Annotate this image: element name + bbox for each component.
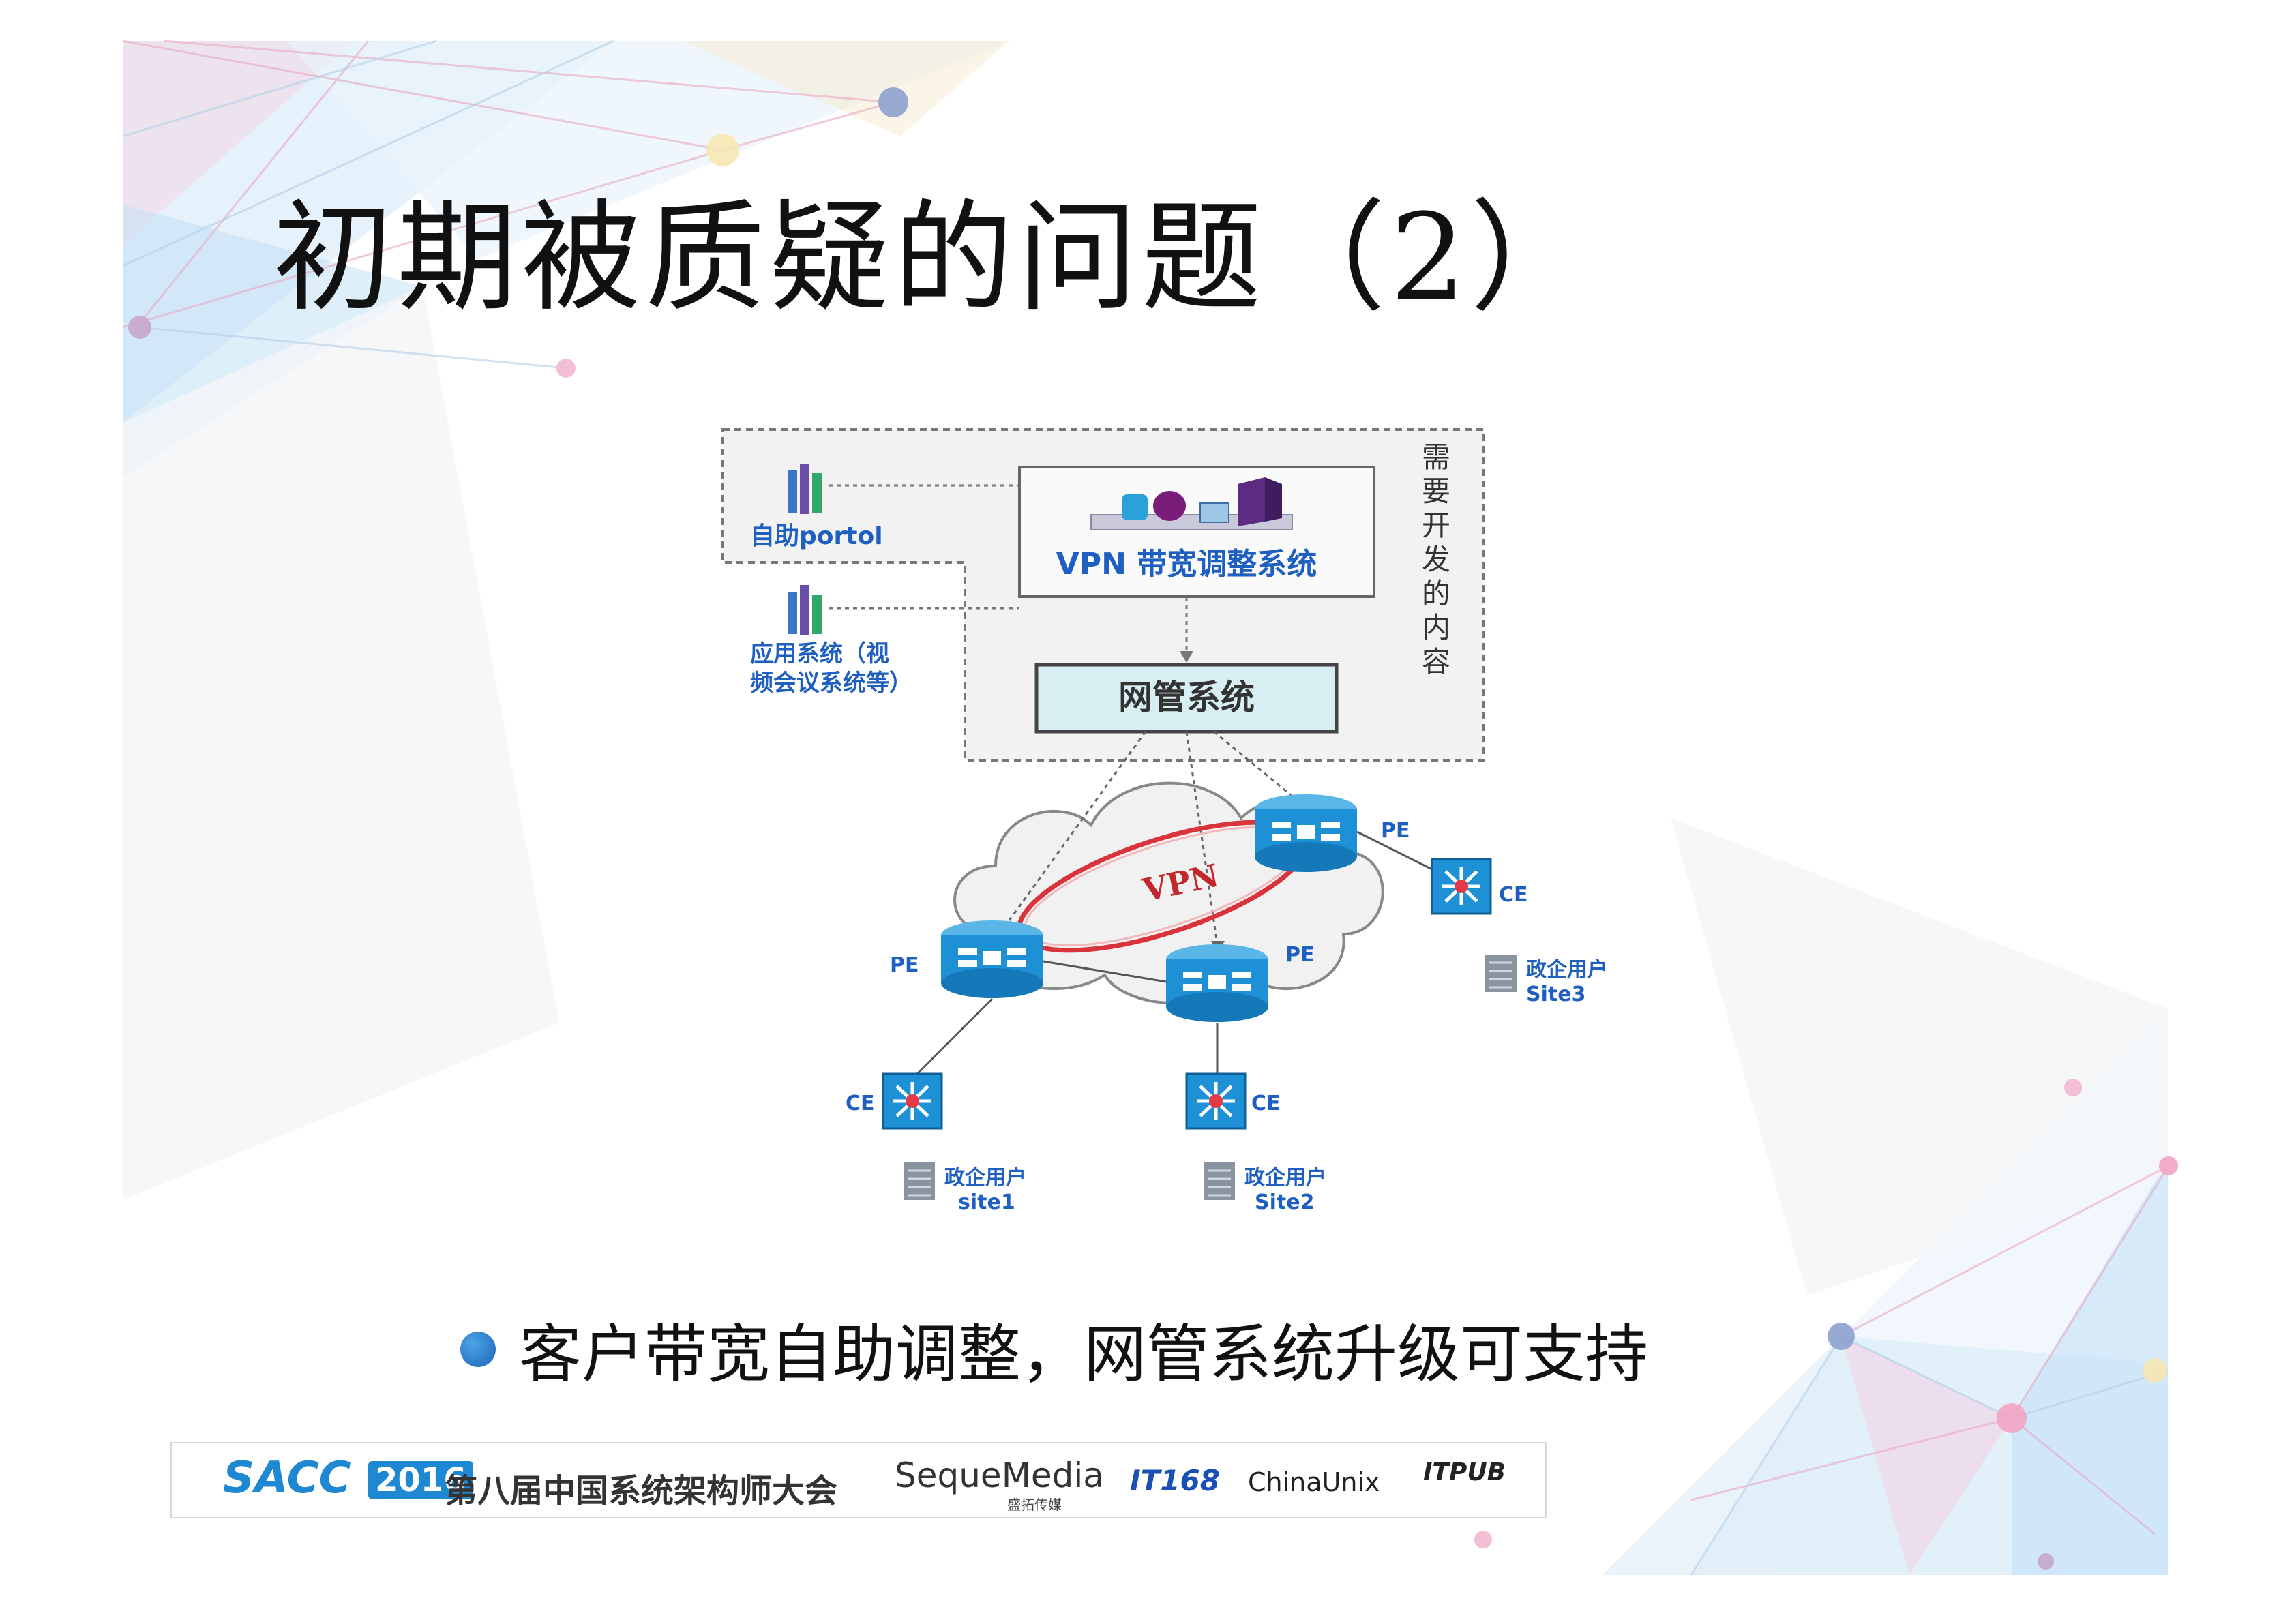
dev-content-char: 发 <box>1422 543 1450 576</box>
router-icon <box>1255 794 1357 872</box>
bullet-text: 客户带宽自助调整，网管系统升级可支持 <box>519 1318 1649 1391</box>
router-icon <box>1166 944 1268 1022</box>
pe-label-top: PE <box>1381 819 1410 843</box>
dev-content-char: 开 <box>1422 509 1450 542</box>
itpub-logo: ITPUB <box>1423 1458 1506 1486</box>
conference-name: 第八届中国系统架构师大会 <box>445 1472 838 1510</box>
slide-title: 初期被质疑的问题（2） <box>273 188 1594 328</box>
dev-content-char: 内 <box>1422 611 1450 644</box>
bullet-item: 客户带宽自助调整，网管系统升级可支持 <box>460 1304 1648 1394</box>
app-label-2: 频会议系统等） <box>750 670 912 697</box>
year-badge: 2016 <box>368 1461 473 1499</box>
bullet-dot-icon <box>460 1331 496 1367</box>
sacc-logo: SACC <box>223 1453 351 1503</box>
building-icon <box>1485 955 1517 992</box>
building-icon <box>1204 1162 1235 1200</box>
seque-media-logo: SequeMedia <box>895 1456 1104 1495</box>
switch-icon <box>1185 1072 1247 1130</box>
site2-label: Site2 <box>1255 1190 1314 1214</box>
portal-server-icon <box>788 464 822 514</box>
vpn-system-box <box>1018 466 1375 598</box>
site3-label: Site3 <box>1526 982 1585 1006</box>
dev-content-char: 需 <box>1422 440 1450 474</box>
server-icon <box>1090 477 1293 530</box>
switch-icon <box>882 1072 943 1130</box>
pe-label-middle: PE <box>1285 943 1314 967</box>
nms-label: 网管系统 <box>1118 677 1255 717</box>
dev-content-label: 需要开发的内容 <box>1422 440 1450 678</box>
ce-label-top: CE <box>1499 883 1528 907</box>
dev-content-char: 容 <box>1422 645 1450 678</box>
building-icon <box>904 1162 935 1200</box>
it168-logo: IT168 <box>1130 1464 1220 1497</box>
app-server-icon <box>788 585 822 635</box>
switch-icon <box>1431 858 1492 915</box>
customer-label-site3: 政企用户 <box>1526 958 1608 982</box>
ce-label-left: CE <box>846 1092 875 1115</box>
router-icon <box>941 920 1043 998</box>
vpn-system-label: VPN 带宽调整系统 <box>1056 547 1317 582</box>
customer-label-site2: 政企用户 <box>1244 1166 1326 1190</box>
dev-content-char: 的 <box>1422 577 1450 610</box>
dev-content-char: 要 <box>1422 475 1450 508</box>
seque-media-subtitle: 盛拓传媒 <box>1007 1497 1062 1513</box>
chinaunix-logo: ChinaUnix <box>1248 1467 1380 1497</box>
vpn-network-diagram: VPN 带宽调整系统 需要开发的内容 自助portol 应用系统（视 频会议系统… <box>721 428 1608 1214</box>
app-label-1: 应用系统（视 <box>750 640 889 667</box>
pe-label-left: PE <box>890 953 919 977</box>
portal-label: 自助portol <box>750 522 883 550</box>
site1-label: site1 <box>958 1190 1015 1214</box>
customer-label-site1: 政企用户 <box>944 1166 1026 1190</box>
footer-sponsor-bar: SACC 2016 第八届中国系统架构师大会 SequeMedia 盛拓传媒 I… <box>170 1442 1547 1518</box>
ce-label-middle: CE <box>1251 1092 1281 1115</box>
nms-box <box>1034 663 1339 734</box>
